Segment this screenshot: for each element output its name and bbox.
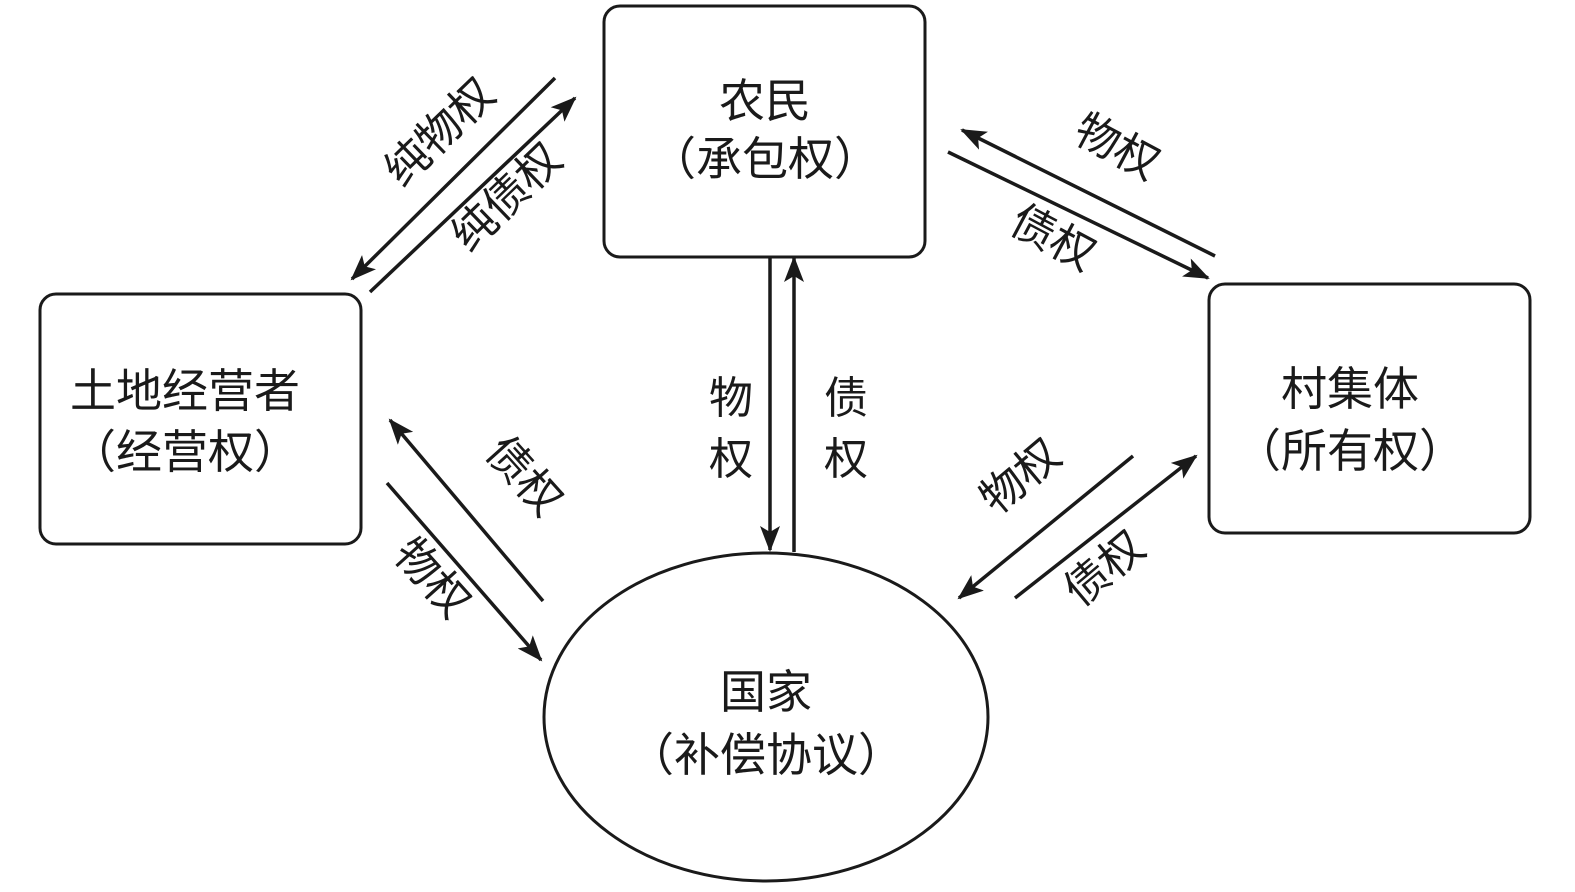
state-name: 国家 xyxy=(720,665,812,719)
state-ellipse xyxy=(542,551,990,883)
collective-name: 村集体 xyxy=(1281,362,1419,416)
label-pure-debt-right: 纯债权 xyxy=(442,133,572,261)
label-farmer-state-debt-2: 权 xyxy=(824,434,868,485)
label-farmer-collective-debt-right: 债权 xyxy=(1002,195,1104,281)
node-farmer: 农民 （承包权） xyxy=(602,4,927,259)
node-collective: 村集体 （所有权） xyxy=(1207,282,1532,535)
label-farmer-state-real-1: 物 xyxy=(709,373,753,424)
farmer-box xyxy=(602,4,927,259)
state-right: （补偿协议） xyxy=(628,728,904,782)
arrow-collective-to-farmer xyxy=(960,128,1216,258)
farmer-right: （承包权） xyxy=(650,132,880,186)
node-state: 国家 （补偿协议） xyxy=(542,551,990,883)
collective-box xyxy=(1207,282,1532,535)
arrow-operator-to-state xyxy=(385,481,543,662)
label-collective-state-real-right: 物权 xyxy=(971,429,1071,525)
arrow-state-to-operator xyxy=(388,418,545,603)
farmer-name: 农民 xyxy=(719,74,811,128)
arrow-operator-to-farmer xyxy=(368,96,577,294)
operator-right: （经营权） xyxy=(70,425,300,479)
label-collective-state-debt-right: 债权 xyxy=(1055,521,1155,617)
label-pure-real-right: 纯物权 xyxy=(375,68,505,196)
collective-right: （所有权） xyxy=(1235,424,1465,478)
label-farmer-collective-real-right: 物权 xyxy=(1066,104,1168,190)
arrow-state-to-collective xyxy=(1013,454,1198,600)
arrow-collective-to-state xyxy=(957,454,1135,600)
label-farmer-state-real-2: 权 xyxy=(709,434,753,485)
operator-name: 土地经营者 xyxy=(70,364,300,418)
operator-box xyxy=(38,292,363,546)
label-farmer-state-debt-1: 债 xyxy=(824,373,868,424)
label-operator-state-debt-right: 债权 xyxy=(475,427,572,527)
label-operator-state-real-right: 物权 xyxy=(383,529,480,629)
arrow-farmer-to-collective xyxy=(947,150,1210,280)
arrow-farmer-to-operator xyxy=(350,76,557,281)
node-operator: 土地经营者 （经营权） xyxy=(38,292,363,546)
